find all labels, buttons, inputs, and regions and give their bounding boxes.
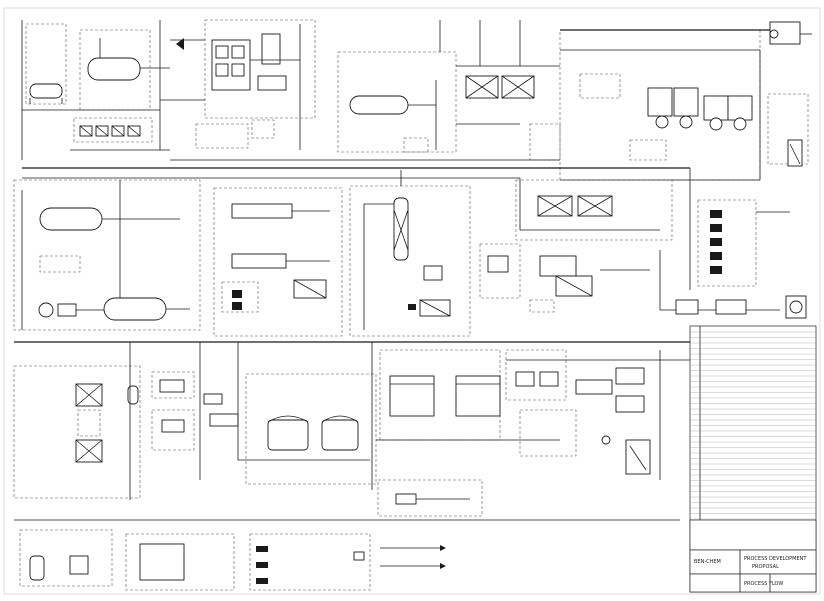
pump-1 — [38, 302, 54, 318]
title-block-company: BEN-CHEM — [694, 559, 721, 565]
horizontal-vessel-1 — [87, 57, 141, 81]
area-column — [349, 170, 471, 337]
area-bottom-center — [238, 342, 560, 517]
tank-right — [787, 139, 803, 167]
title-block-line3: PROCESS FLOW — [744, 581, 783, 587]
horizontal-vessel-2 — [349, 95, 409, 115]
area-top-left — [21, 20, 170, 160]
revision-table-rows — [690, 331, 816, 520]
area-bottom-left — [13, 342, 239, 500]
horizontal-vessel-3 — [39, 207, 103, 231]
process-lines-main — [22, 159, 691, 230]
tank-2 — [321, 419, 359, 451]
area-mid-center — [213, 187, 343, 337]
horizontal-vessel-4 — [103, 297, 167, 321]
tank-5 — [625, 439, 651, 475]
sheet-border — [3, 7, 821, 595]
area-mid-left — [13, 179, 201, 331]
legend-strip — [14, 519, 680, 591]
drum-small — [29, 83, 63, 99]
area-bottom-right — [505, 349, 690, 480]
title-block-line1: PROCESS DEVELOPMENT — [744, 556, 807, 562]
title-block-line2: PROPOSAL — [752, 564, 779, 570]
tank-1 — [267, 419, 309, 451]
tank-3 — [389, 375, 435, 417]
area-mid-right — [479, 179, 807, 319]
area-top-middle — [337, 20, 560, 153]
title-block: BEN-CHEM PROCESS DEVELOPMENT PROPOSAL PR… — [689, 325, 817, 593]
area-top-right — [529, 21, 812, 181]
tank-4 — [455, 375, 501, 417]
area-top-center — [160, 19, 316, 150]
